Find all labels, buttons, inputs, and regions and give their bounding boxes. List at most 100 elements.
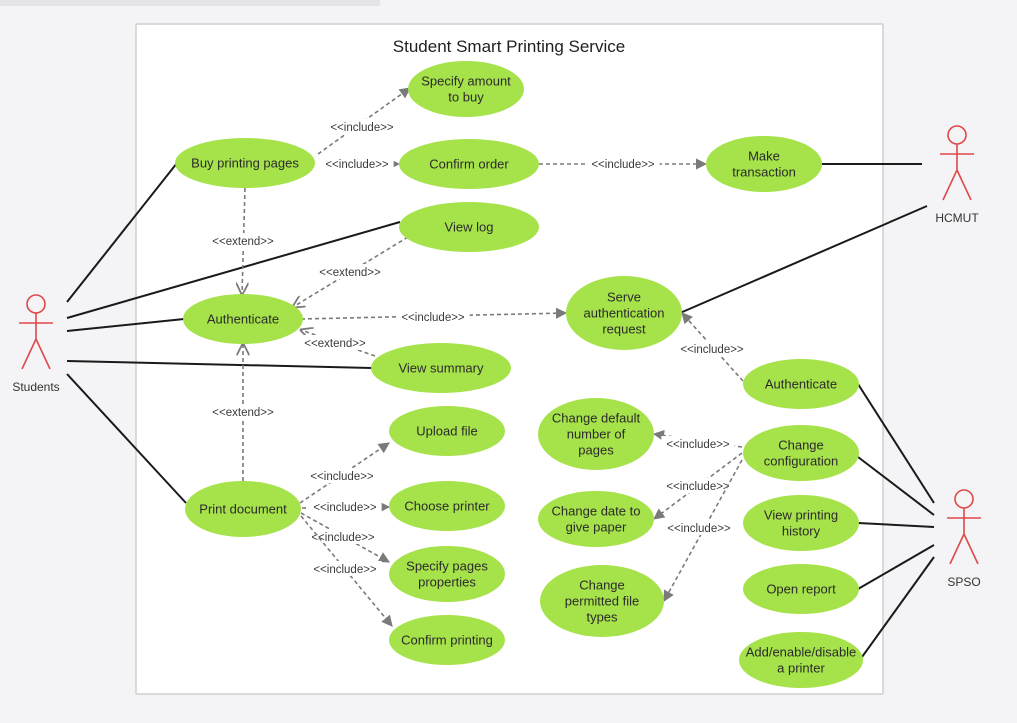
relation-buy-confirm_order: <<include>>	[320, 156, 401, 171]
usecase-ellipse[interactable]	[743, 495, 859, 551]
usecase-buy[interactable]: Buy printing pages	[175, 138, 315, 188]
usecase-ellipse[interactable]	[389, 481, 505, 531]
relation-confirm_order-transaction: <<include>>	[539, 156, 708, 171]
relation-line	[301, 330, 376, 357]
usecase-choose_printer[interactable]: Choose printer	[389, 481, 505, 531]
relation-label-bg	[301, 335, 369, 350]
usecase-label: types	[586, 610, 618, 625]
usecase-label: to buy	[448, 90, 484, 105]
actor-hcmut[interactable]: HCMUT	[935, 125, 979, 225]
actors: Students HCMUT SPSO	[12, 125, 981, 589]
usecase-ellipse[interactable]	[183, 294, 303, 344]
usecase-ellipse[interactable]	[743, 425, 859, 481]
usecase-upload[interactable]: Upload file	[389, 406, 505, 456]
usecase-ellipse[interactable]	[739, 632, 863, 688]
actor-leg-right	[35, 338, 51, 370]
usecase-ellipse[interactable]	[540, 565, 664, 637]
actor-leg-left	[942, 169, 958, 201]
top-bar	[0, 0, 380, 6]
relation-label: <<include>>	[313, 502, 377, 514]
actor-students[interactable]: Students	[12, 294, 60, 394]
usecase-ellipse[interactable]	[175, 138, 315, 188]
relation-print_doc-confirm_print: <<include>>	[300, 515, 393, 627]
usecase-ellipse[interactable]	[389, 615, 505, 665]
usecase-label: Add/enable/disable	[746, 645, 857, 660]
usecase-ellipse[interactable]	[399, 139, 539, 189]
relation-label: <<extend>>	[304, 338, 366, 350]
usecase-confirm_order[interactable]: Confirm order	[399, 139, 539, 189]
usecase-ellipse[interactable]	[408, 61, 524, 117]
usecase-label: give paper	[566, 520, 627, 535]
usecase-ellipse[interactable]	[743, 359, 859, 409]
usecase-ellipse[interactable]	[399, 202, 539, 252]
usecase-label: request	[602, 322, 646, 337]
usecase-ellipse[interactable]	[743, 564, 859, 614]
association-spso-change_config	[857, 456, 935, 516]
actor-spso[interactable]: SPSO	[947, 489, 981, 589]
usecase-view_summary[interactable]: View summary	[371, 343, 511, 393]
relation-label: <<include>>	[667, 523, 731, 535]
usecase-label: a printer	[777, 661, 825, 676]
usecase-auth_student[interactable]: Authenticate	[183, 294, 303, 344]
usecase-auth_spso[interactable]: Authenticate	[743, 359, 859, 409]
relation-label-bg	[586, 156, 660, 171]
usecase-label: Authenticate	[207, 312, 279, 327]
association-spso-history	[857, 522, 935, 528]
relation-label: <<include>>	[330, 122, 394, 134]
usecase-ellipse[interactable]	[389, 406, 505, 456]
relation-label-bg	[325, 119, 399, 134]
association-spso-printer_mgmt	[861, 556, 935, 658]
usecase-label: Upload file	[416, 424, 477, 439]
relation-label: <<include>>	[311, 532, 375, 544]
relation-auth_spso-serve_auth: <<include>>	[675, 312, 749, 382]
relation-line	[653, 452, 743, 520]
usecase-label: Change	[579, 578, 625, 593]
usecase-ellipse[interactable]	[371, 343, 511, 393]
actor-label: Students	[12, 380, 59, 394]
usecase-ellipse[interactable]	[706, 136, 822, 192]
usecase-label: transaction	[732, 165, 796, 180]
usecase-ellipse[interactable]	[566, 276, 682, 350]
relation-label-bg	[305, 468, 379, 483]
relation-line	[299, 442, 390, 504]
usecase-label: configuration	[764, 454, 838, 469]
association-students-view_summary	[66, 360, 373, 369]
usecase-label: Print document	[199, 502, 287, 517]
relation-view_summary-auth_student: <<extend>>	[301, 330, 376, 357]
associations	[66, 162, 935, 658]
usecase-label: Buy printing pages	[191, 156, 299, 171]
usecase-report[interactable]: Open report	[743, 564, 859, 614]
usecase-confirm_print[interactable]: Confirm printing	[389, 615, 505, 665]
relation-line	[293, 236, 409, 307]
association-spso-report	[857, 544, 935, 590]
relation-label: <<include>>	[666, 481, 730, 493]
usecase-label: Specify amount	[421, 74, 511, 89]
relation-label-bg	[316, 264, 384, 279]
relation-label-bg	[306, 529, 380, 544]
usecase-view_log[interactable]: View log	[399, 202, 539, 252]
usecase-label: Authenticate	[765, 377, 837, 392]
usecase-label: Specify pages	[406, 559, 488, 574]
relation-view_log-auth_student: <<extend>>	[293, 236, 409, 307]
usecase-ellipse[interactable]	[185, 481, 301, 537]
system-title: Student Smart Printing Service	[393, 37, 625, 56]
usecase-print_doc[interactable]: Print document	[185, 481, 301, 537]
relation-label-bg	[320, 156, 394, 171]
usecase-label: pages	[578, 443, 614, 458]
relation-label: <<extend>>	[212, 236, 274, 248]
usecase-ellipse[interactable]	[538, 398, 654, 470]
usecase-ellipse[interactable]	[538, 491, 654, 547]
usecase-ellipse[interactable]	[389, 546, 505, 602]
